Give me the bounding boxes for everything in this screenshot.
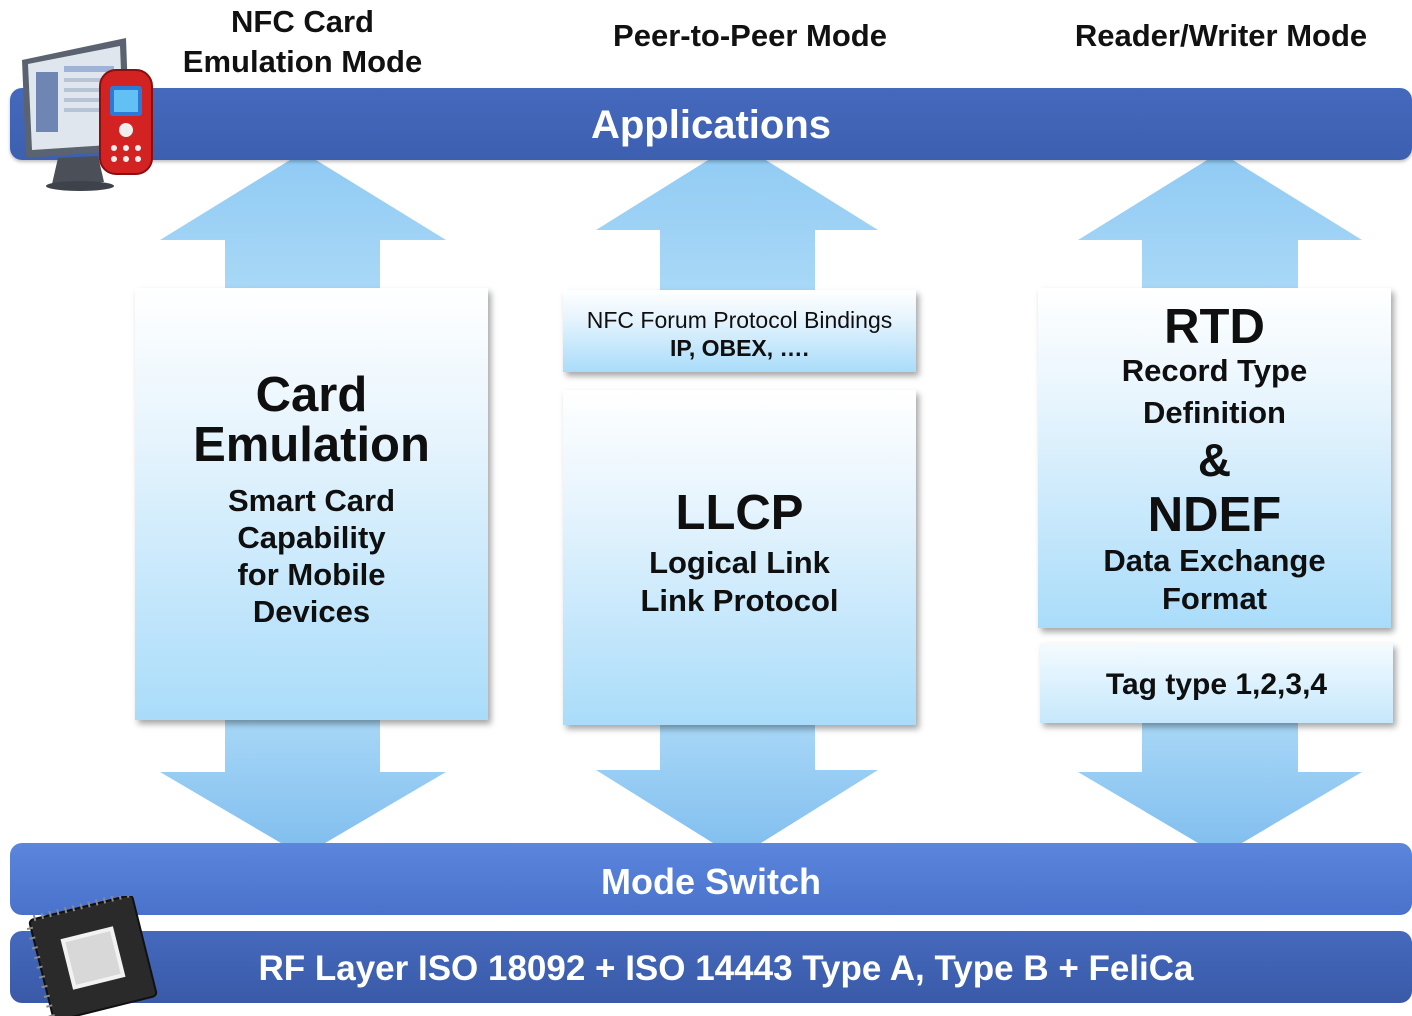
card-emulation-desc-line3: for Mobile bbox=[237, 557, 386, 592]
down-arrow-reader-writer bbox=[1078, 718, 1362, 856]
mode-title-card-emulation: NFC Card Emulation Mode bbox=[182, 4, 423, 79]
rtd-ndef-box: RTD Record Type Definition & NDEF Data E… bbox=[1038, 288, 1391, 628]
card-emulation-desc-line4: Devices bbox=[252, 594, 371, 629]
card-emulation-desc-line1: Smart Card bbox=[227, 483, 396, 518]
llcp-box: LLCP Logical Link Link Protocol bbox=[563, 390, 916, 725]
llcp-title: LLCP bbox=[675, 486, 804, 540]
protocol-bindings-box: NFC Forum Protocol Bindings IP, OBEX, …. bbox=[563, 290, 916, 372]
applications-band: Applications bbox=[10, 88, 1412, 160]
up-arrow-peer-to-peer bbox=[596, 142, 878, 290]
mode-switch-label: Mode Switch bbox=[600, 861, 821, 902]
tag-type-label: Tag type 1,2,3,4 bbox=[1105, 668, 1328, 701]
llcp-line1: Logical Link bbox=[649, 545, 830, 580]
rf-layer-band: RF Layer ISO 18092 + ISO 14443 Type A, T… bbox=[10, 931, 1412, 1003]
card-emulation-title-line2: Emulation bbox=[193, 418, 430, 472]
mode-switch-band: Mode Switch bbox=[10, 843, 1412, 915]
ndef-line2: Format bbox=[1161, 581, 1268, 616]
protocol-bindings-line2: IP, OBEX, …. bbox=[670, 335, 809, 361]
computer-and-mobile-phone-icon bbox=[22, 38, 153, 191]
ndef-title: NDEF bbox=[1147, 488, 1282, 542]
card-emulation-title-line1: Card bbox=[255, 368, 368, 422]
up-arrow-card-emulation bbox=[160, 152, 446, 290]
mode-title-reader-writer: Reader/Writer Mode bbox=[1074, 18, 1368, 53]
tag-type-box: Tag type 1,2,3,4 bbox=[1040, 643, 1393, 723]
card-emulation-desc-line2: Capability bbox=[237, 520, 386, 555]
down-arrow-card-emulation bbox=[160, 715, 446, 856]
applications-label: Applications bbox=[590, 103, 832, 147]
llcp-line2: Link Protocol bbox=[640, 583, 839, 618]
card-emulation-box: Card Emulation Smart Card Capability for… bbox=[135, 288, 488, 720]
protocol-bindings-line1: NFC Forum Protocol Bindings bbox=[586, 307, 893, 333]
mode-title-peer-to-peer: Peer-to-Peer Mode bbox=[613, 18, 887, 53]
down-arrow-peer-to-peer bbox=[596, 720, 878, 858]
rtd-line2: Definition bbox=[1143, 395, 1286, 430]
rf-layer-label: RF Layer ISO 18092 + ISO 14443 Type A, T… bbox=[258, 949, 1194, 988]
ampersand-label: & bbox=[1197, 434, 1232, 486]
rtd-title: RTD bbox=[1164, 300, 1265, 354]
microchip-icon bbox=[26, 896, 158, 1016]
up-arrow-reader-writer bbox=[1078, 152, 1362, 290]
rtd-line1: Record Type bbox=[1121, 353, 1308, 388]
ndef-line1: Data Exchange bbox=[1103, 543, 1326, 578]
